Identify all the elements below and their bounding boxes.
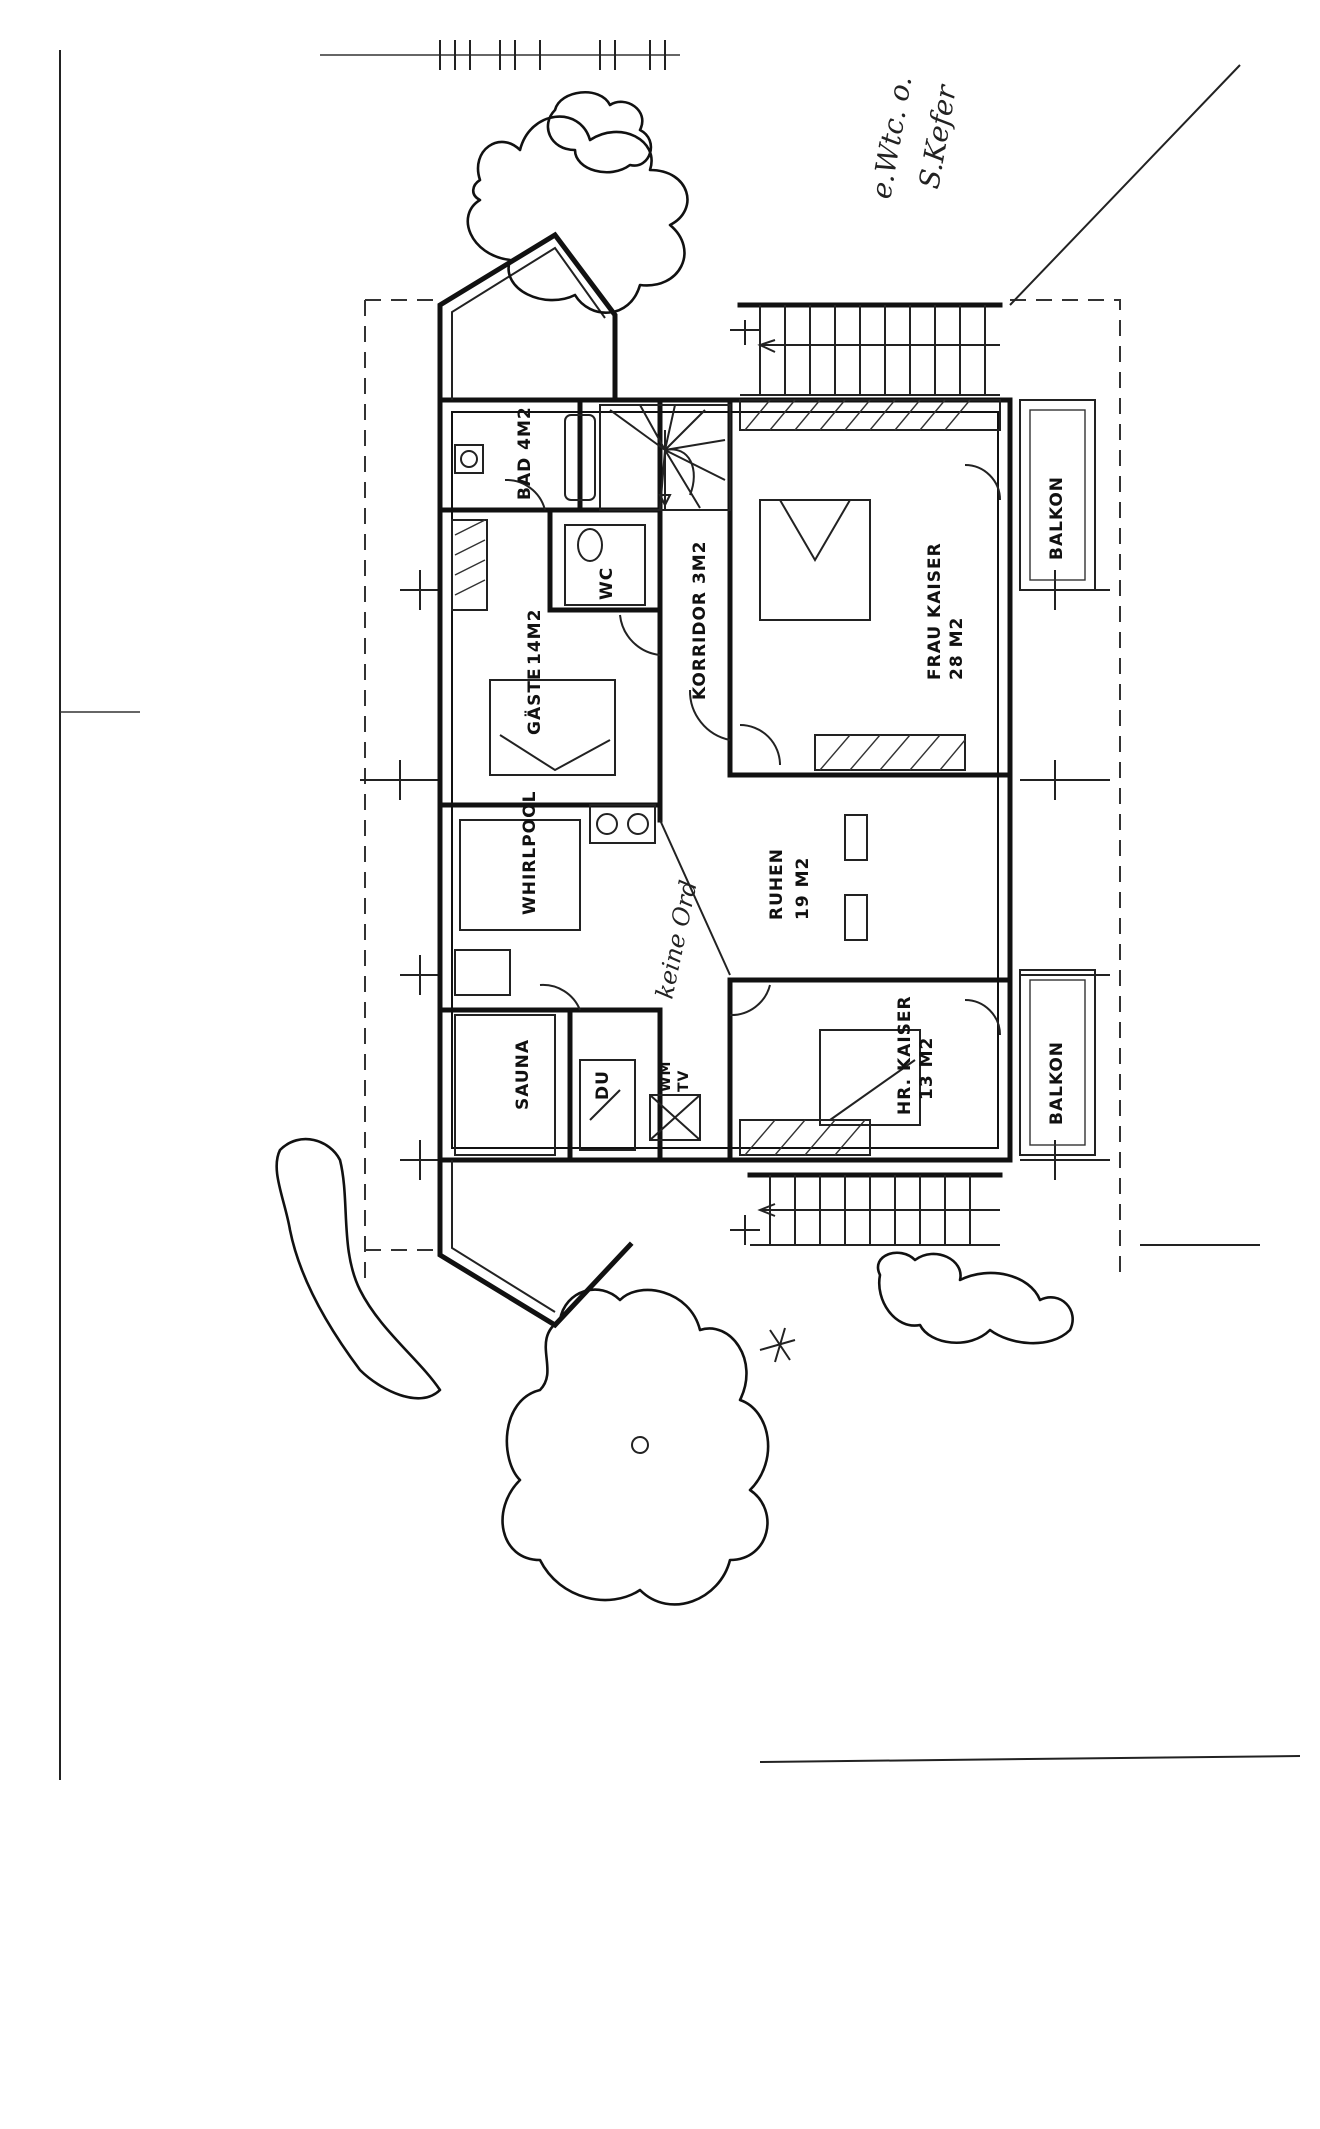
balkon-bottom-outline (1019, 969, 1096, 1156)
sink-left (596, 813, 618, 835)
exterior-stairs-top (737, 302, 1003, 396)
bed-hr (819, 1029, 921, 1126)
balkon-top-outline (1019, 399, 1096, 591)
tree-top-left (466, 115, 689, 314)
tree-bottom-left (275, 1137, 442, 1400)
tree-trunk-mark (631, 1436, 649, 1454)
label-wm: WM (658, 1061, 674, 1092)
label-du: DU (593, 1070, 613, 1100)
label-wc: WC (597, 567, 617, 600)
sink-right (627, 813, 649, 835)
label-tv: TV (676, 1070, 692, 1092)
tree-bottom-large (501, 1288, 770, 1606)
label-ruhen-name: RUHEN (767, 848, 787, 920)
top-dimension-ticks (320, 40, 680, 70)
label-hr-area: 13 M2 (917, 1037, 937, 1100)
note-margin: keine Ord (650, 878, 702, 1001)
label-frau-name: FRAU KAISER (925, 542, 945, 680)
lounger-1 (844, 814, 868, 861)
label-frau-area: 28 M2 (947, 617, 967, 680)
staircase (599, 404, 731, 511)
exterior-stairs-bottom (747, 1172, 1003, 1246)
door-swings (504, 464, 1001, 1036)
wardrobe-frau (739, 399, 1001, 771)
shower-head (589, 1089, 621, 1121)
wm-tv-cross (649, 1094, 701, 1141)
label-korridor: KORRIDOR 3M2 (690, 540, 710, 700)
sauna-room (454, 1014, 556, 1156)
label-gaeste-name: GÄSTE (523, 667, 545, 735)
bathtub (564, 414, 596, 501)
lounger-2 (844, 894, 868, 941)
toilet-bowl (577, 528, 603, 562)
label-balkon-bottom: BALKON (1047, 1041, 1067, 1125)
label-gaeste-area: 14M2 (525, 609, 545, 665)
label-whirlpool: WHIRLPOOL (520, 791, 540, 915)
wc-cabin (564, 524, 646, 606)
bed-frau (759, 499, 871, 621)
label-balkon-top: BALKON (1047, 476, 1067, 560)
bed-gaeste (489, 679, 616, 776)
label-sauna: SAUNA (513, 1039, 533, 1110)
shower-tray (579, 1059, 636, 1151)
interior-walls (437, 397, 1013, 1163)
sauna-bench (454, 949, 511, 996)
tree-top-right (546, 91, 653, 174)
wardrobe-hr (739, 1119, 871, 1156)
note-corner-line2: S.Kefer (912, 81, 963, 191)
washbasin-drain (460, 450, 478, 468)
washbasin (454, 444, 484, 474)
double-sink (589, 804, 656, 844)
label-hr-name: HR. KAISER (895, 995, 915, 1115)
label-ruhen-area: 19 M2 (793, 857, 813, 920)
wm-tv-box (649, 1094, 701, 1141)
scan-edge-bottom (759, 1755, 1301, 1763)
outer-walls (437, 231, 1013, 1329)
whirlpool-tub (459, 819, 581, 931)
shrub-bottom-right (876, 1251, 1074, 1345)
wardrobe-gaeste (451, 519, 488, 611)
star-mark (759, 1327, 796, 1363)
note-corner-line1: e.Wtc. o. (864, 73, 918, 201)
label-bad: BAD 4M2 (515, 406, 535, 500)
property-boundary (364, 64, 1260, 1280)
